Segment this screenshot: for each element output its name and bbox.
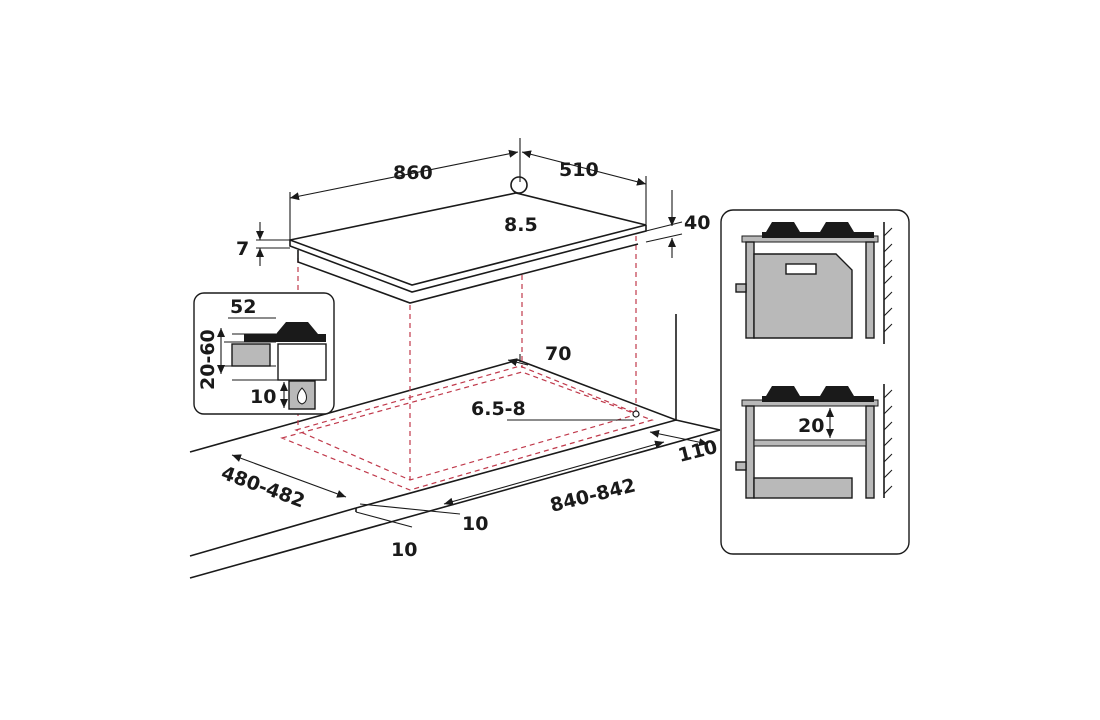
label-hob-height-front: 7 [236,238,249,260]
label-worktop-thickness: 20-60 [197,329,219,390]
label-gas-inlet: 8.5 [504,214,538,236]
label-front-clearance-b: 10 [391,539,417,561]
label-bottom-clearance: 10 [250,386,276,408]
inset-right-panel [720,209,910,555]
label-cutout-back-offset: 70 [545,343,571,365]
label-top-clearance: 52 [230,296,256,318]
label-panel-gap: 20 [798,415,824,437]
dimension-lines [231,138,709,528]
label-hob-depth: 510 [559,159,599,181]
inset-left-panel [193,292,335,415]
hob [287,176,647,304]
label-hob-height-back: 40 [684,212,710,234]
gas-inlet-icon [510,176,528,194]
label-corner-radius: 6.5-8 [471,398,526,420]
label-cutout-width: 840-842 [548,474,638,516]
label-hob-width: 860 [393,162,433,184]
label-cutout-depth: 480-482 [218,462,307,513]
label-front-clearance-a: 10 [462,513,488,535]
cutout-outline [280,236,654,491]
